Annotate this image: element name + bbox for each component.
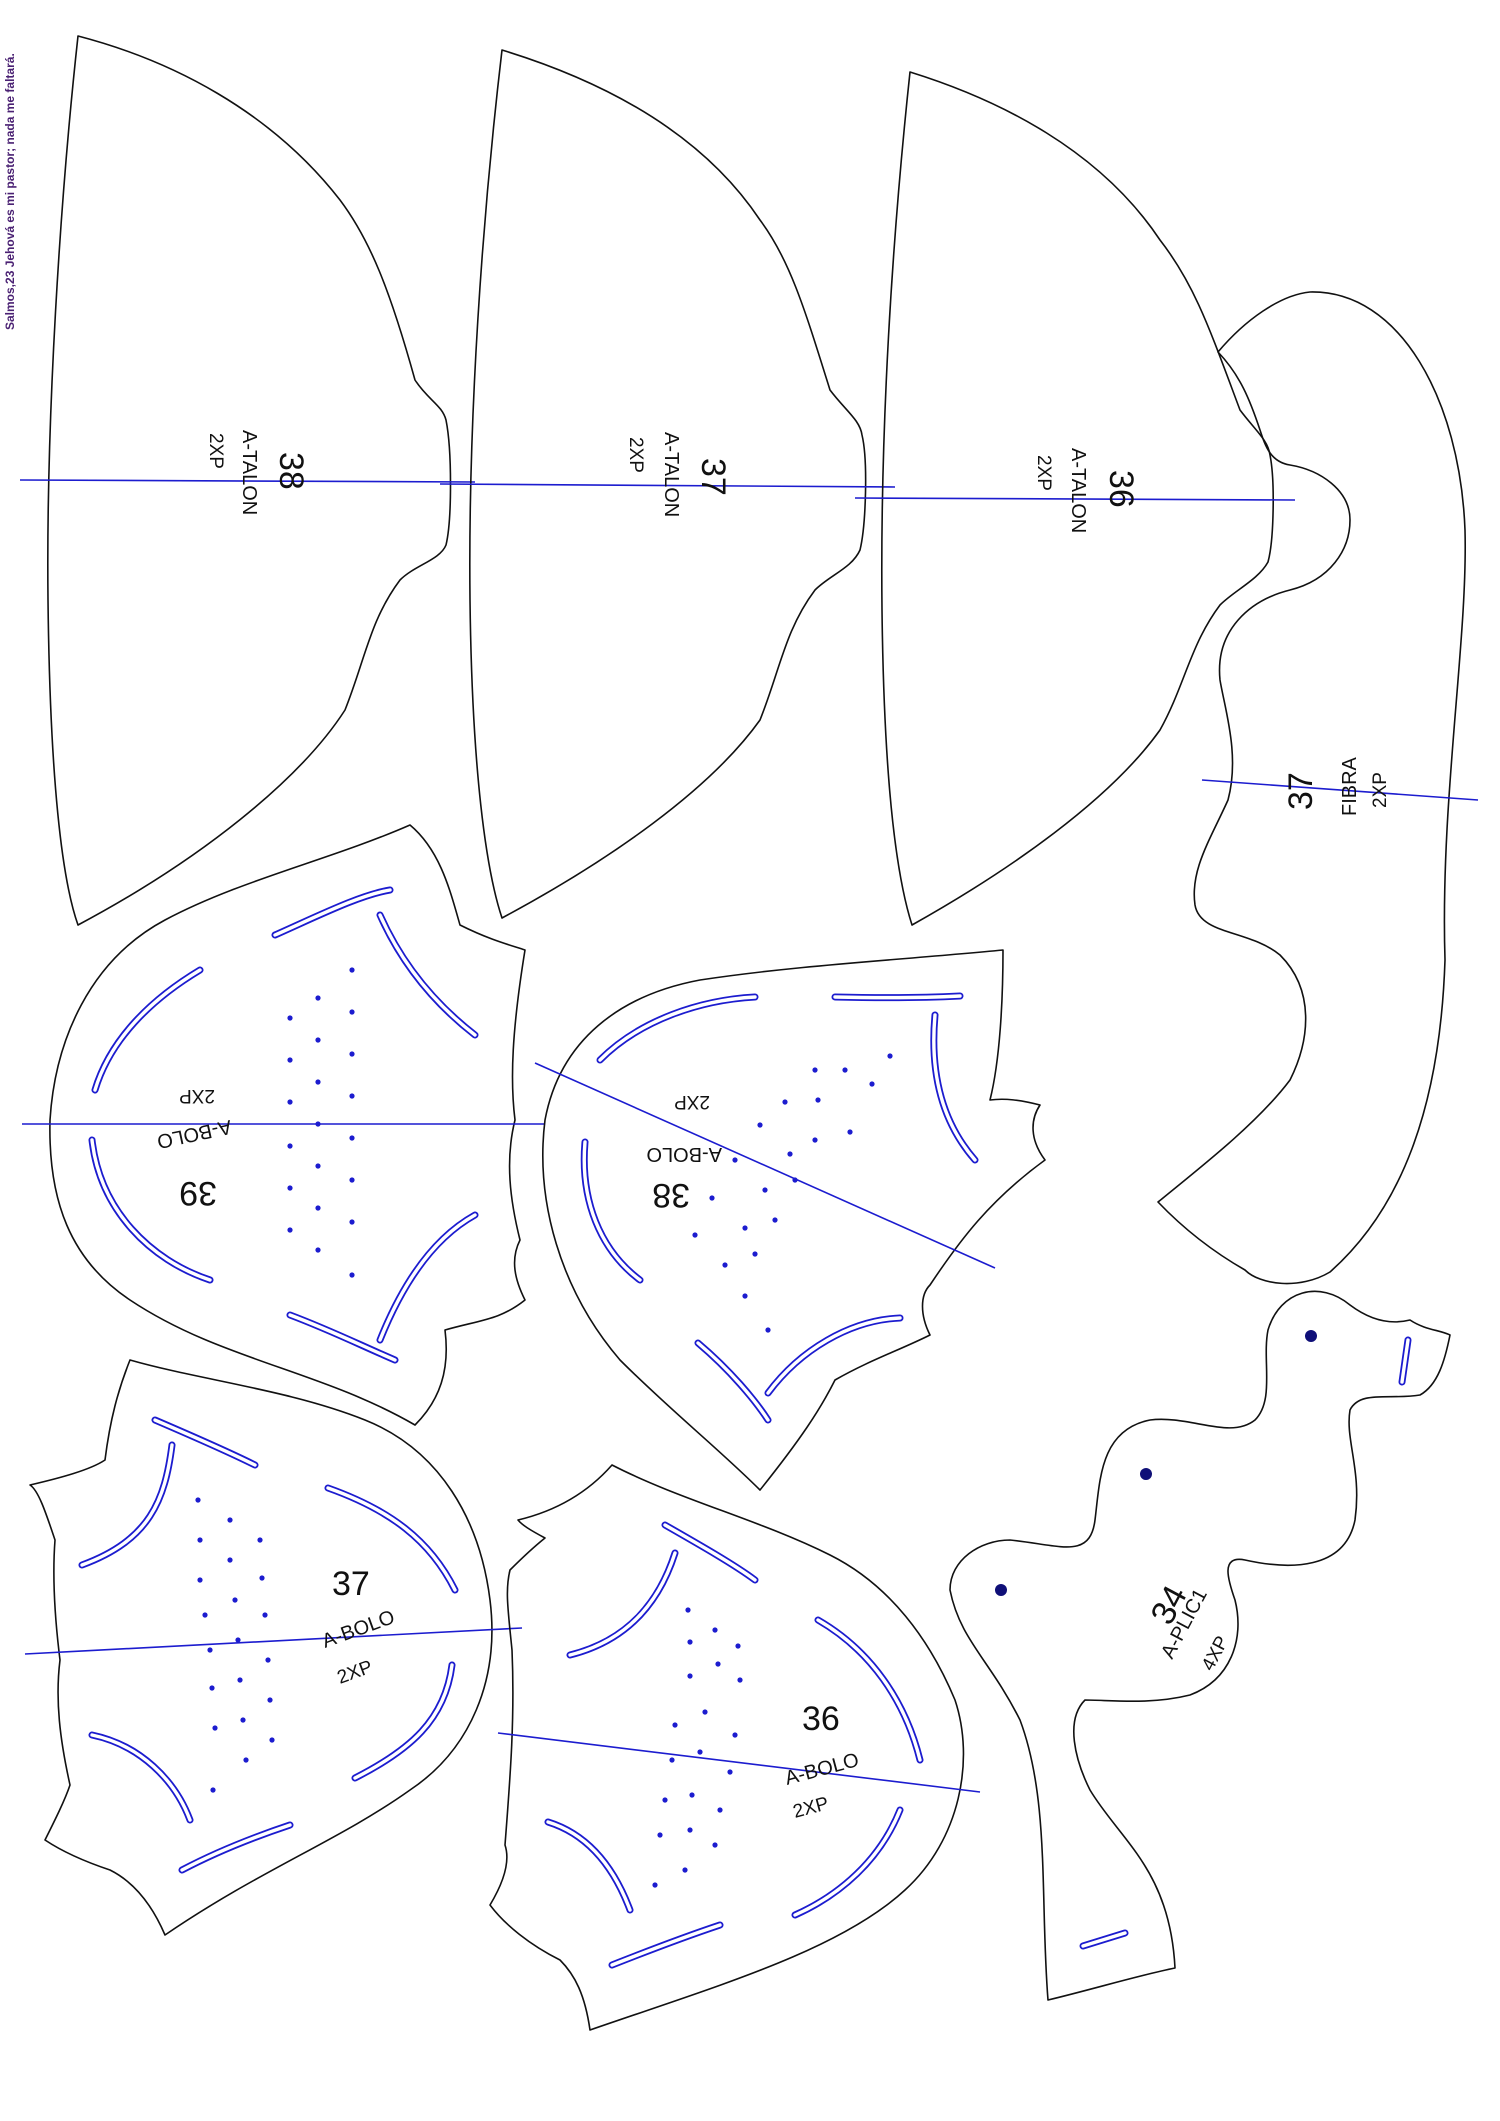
bolo-39-punch-holes: [287, 967, 355, 1278]
fibra-37-qty: 2XP: [1370, 772, 1391, 808]
talon-37-grain-line: [439, 483, 896, 488]
bolo-36-name: A-BOLO: [783, 1749, 862, 1790]
aplic-34-outline: [949, 1290, 1451, 2001]
bolo-39-outline: [49, 824, 526, 1426]
bolo-38-punch-holes: [692, 1053, 893, 1333]
piece-bolo-36: 36 A-BOLO 2XP: [489, 1464, 981, 2031]
talon-37-outline: [469, 49, 867, 919]
bolo-39-qty: 2XP: [179, 1085, 215, 1106]
piece-bolo-39: 39 A-BOLO 2XP: [22, 824, 545, 1426]
bolo-38-slots: [580, 992, 979, 1424]
bolo-39-size: 39: [179, 1174, 217, 1212]
bolo-36-punch-holes: [652, 1607, 743, 1888]
piece-fibra-37: 37 FIBRA 2XP: [1157, 291, 1479, 1285]
bolo-37-punch-holes: [195, 1497, 275, 1793]
talon-38-outline: [47, 35, 452, 926]
piece-talon-37: 37 A-TALON 2XP: [439, 49, 896, 919]
bolo-37-outline: [29, 1359, 493, 1936]
bolo-39-slots: [88, 886, 479, 1364]
bolo-39-name: A-BOLO: [155, 1115, 234, 1152]
bolo-37-grain-line: [24, 1627, 523, 1655]
talon-38-qty: 2XP: [205, 433, 226, 469]
aplic-34-hole-2: [1140, 1468, 1152, 1480]
bolo-36-grain-line: [497, 1732, 981, 1793]
piece-aplic-34: 34 A-PLIC1 4XP: [949, 1290, 1451, 2001]
talon-36-grain-line: [854, 497, 1296, 501]
fibra-37-size: 37: [1282, 772, 1320, 810]
bolo-36-outline: [489, 1464, 965, 2031]
piece-talon-36: 36 A-TALON 2XP: [854, 71, 1296, 926]
aplic-34-hole-1: [1305, 1330, 1317, 1342]
talon-36-outline: [880, 71, 1274, 926]
talon-36-name: A-TALON: [1067, 448, 1089, 533]
talon-38-name: A-TALON: [238, 430, 260, 515]
piece-bolo-37: 37 A-BOLO 2XP: [24, 1359, 523, 1936]
fibra-37-grain-line: [1201, 779, 1479, 801]
bolo-38-grain-line: [534, 1062, 996, 1269]
bolo-37-slots: [78, 1416, 459, 1874]
talon-37-qty: 2XP: [625, 437, 646, 473]
bolo-36-slots: [544, 1521, 924, 1969]
bolo-37-name: A-BOLO: [319, 1606, 398, 1653]
talon-38-size: 38: [272, 452, 310, 490]
bolo-36-size: 36: [802, 1700, 840, 1738]
bolo-38-qty: 2XP: [674, 1091, 710, 1112]
talon-36-qty: 2XP: [1033, 455, 1054, 491]
fibra-37-outline: [1157, 291, 1467, 1285]
psalm-note: Salmos,23 Jehová es mi pastor; nada me f…: [3, 53, 17, 330]
bolo-38-size: 38: [652, 1176, 690, 1214]
talon-37-size: 37: [694, 458, 732, 496]
bolo-36-qty: 2XP: [791, 1793, 831, 1823]
bolo-37-size: 37: [332, 1565, 370, 1603]
fibra-37-name: FIBRA: [1339, 756, 1361, 816]
bolo-37-qty: 2XP: [335, 1657, 376, 1689]
bolo-38-name: A-BOLO: [646, 1143, 722, 1165]
talon-37-name: A-TALON: [660, 432, 682, 517]
aplic-34-qty: 4XP: [1198, 1633, 1233, 1675]
aplic-34-hole-3: [995, 1584, 1007, 1596]
piece-talon-38: 38 A-TALON 2XP: [19, 35, 476, 926]
talon-38-grain-line: [19, 479, 476, 483]
talon-36-size: 36: [1102, 470, 1140, 508]
bolo-38-outline: [542, 949, 1046, 1491]
piece-bolo-38: 38 A-BOLO 2XP: [534, 949, 1046, 1491]
